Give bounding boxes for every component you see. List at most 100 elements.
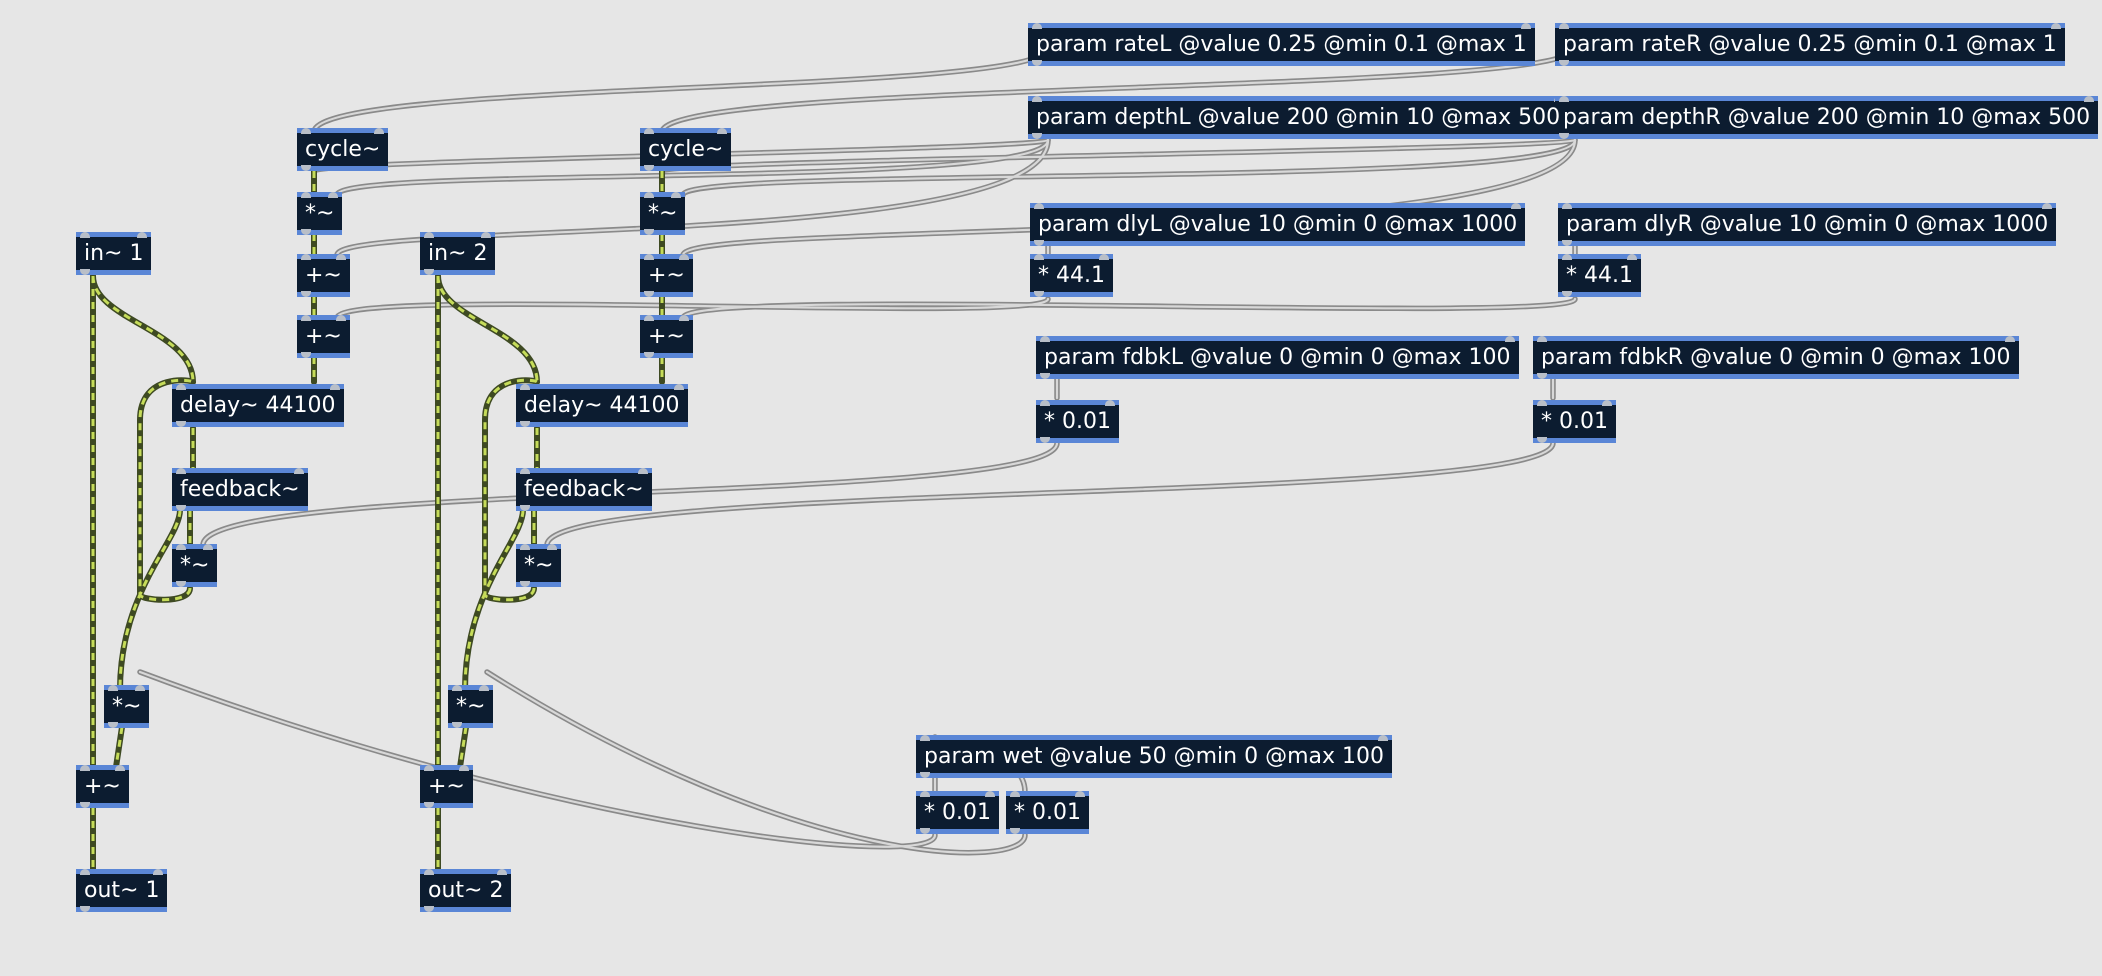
scale-fbL-object[interactable]: * 0.01: [1036, 400, 1119, 443]
inlet-right[interactable]: [2005, 336, 2015, 342]
outlet[interactable]: [520, 505, 530, 511]
outlet[interactable]: [424, 269, 434, 275]
feedbackR-object[interactable]: feedback~: [516, 468, 652, 511]
inlet-left[interactable]: [1040, 400, 1050, 406]
inlet-right[interactable]: [1521, 23, 1531, 29]
outlet[interactable]: [301, 229, 311, 235]
inlet-right[interactable]: [679, 254, 689, 260]
inlet-left[interactable]: [108, 685, 118, 691]
inlet-right[interactable]: [1075, 791, 1085, 797]
inlet-right[interactable]: [336, 254, 346, 260]
cycleL-object[interactable]: cycle~: [297, 128, 389, 171]
inlet-left[interactable]: [920, 791, 930, 797]
inlet-left[interactable]: [80, 869, 90, 875]
inlet-left[interactable]: [1537, 400, 1547, 406]
delayL-object[interactable]: delay~ 44100: [172, 384, 344, 427]
inlet-right[interactable]: [1511, 203, 1521, 209]
add-L2-object[interactable]: +~: [297, 315, 350, 358]
inlet-right[interactable]: [153, 869, 163, 875]
inlet-left[interactable]: [920, 735, 930, 741]
inlet-left[interactable]: [644, 254, 654, 260]
param-depthR-object[interactable]: param depthR @value 200 @min 10 @max 500: [1555, 96, 2099, 139]
cycleR-object[interactable]: cycle~: [640, 128, 732, 171]
inlet-left[interactable]: [424, 232, 434, 238]
outlet[interactable]: [1040, 437, 1050, 443]
mul-srR-object[interactable]: * 44.1: [1558, 254, 1641, 297]
outlet[interactable]: [1032, 133, 1042, 139]
in2-object[interactable]: in~ 2: [420, 232, 496, 275]
outlet[interactable]: [176, 421, 186, 427]
delayR-object[interactable]: delay~ 44100: [516, 384, 688, 427]
inlet-left[interactable]: [520, 544, 530, 550]
outlet[interactable]: [452, 722, 462, 728]
scale-wetR-object[interactable]: * 0.01: [1006, 791, 1089, 834]
outlet[interactable]: [1559, 60, 1569, 66]
inlet-right[interactable]: [137, 232, 147, 238]
outlet[interactable]: [1034, 291, 1044, 297]
out1-object[interactable]: out~ 1: [76, 869, 168, 912]
inlet-left[interactable]: [1559, 23, 1569, 29]
outlet[interactable]: [1032, 60, 1042, 66]
param-rateR-object[interactable]: param rateR @value 0.25 @min 0.1 @max 1: [1555, 23, 2065, 66]
inlet-left[interactable]: [644, 315, 654, 321]
inlet-right[interactable]: [985, 791, 995, 797]
sumL-object[interactable]: +~: [76, 765, 129, 808]
outlet[interactable]: [644, 229, 654, 235]
outlet[interactable]: [644, 291, 654, 297]
outlet[interactable]: [108, 722, 118, 728]
inlet-left[interactable]: [520, 468, 530, 474]
inlet-left[interactable]: [1562, 254, 1572, 260]
inlet-left[interactable]: [1032, 23, 1042, 29]
inlet-right[interactable]: [1378, 735, 1388, 741]
inlet-left[interactable]: [1537, 336, 1547, 342]
inlet-left[interactable]: [1034, 203, 1044, 209]
inlet-right[interactable]: [674, 384, 684, 390]
inlet-right[interactable]: [2084, 96, 2094, 102]
inlet-right[interactable]: [203, 544, 213, 550]
outlet[interactable]: [644, 352, 654, 358]
outlet[interactable]: [1040, 373, 1050, 379]
inlet-right[interactable]: [717, 128, 727, 134]
outlet[interactable]: [301, 291, 311, 297]
inlet-right[interactable]: [135, 685, 145, 691]
outlet[interactable]: [80, 269, 90, 275]
mul-wetR-object[interactable]: *~: [448, 685, 494, 728]
outlet[interactable]: [1010, 828, 1020, 834]
inlet-left[interactable]: [80, 765, 90, 771]
inlet-right[interactable]: [497, 869, 507, 875]
outlet[interactable]: [520, 421, 530, 427]
inlet-left[interactable]: [644, 192, 654, 198]
outlet[interactable]: [176, 581, 186, 587]
outlet[interactable]: [424, 802, 434, 808]
outlet[interactable]: [301, 165, 311, 171]
mul-depthR-object[interactable]: *~: [640, 192, 686, 235]
inlet-left[interactable]: [1010, 791, 1020, 797]
inlet-left[interactable]: [301, 254, 311, 260]
inlet-left[interactable]: [176, 384, 186, 390]
scale-wetL-object[interactable]: * 0.01: [916, 791, 999, 834]
inlet-right[interactable]: [336, 315, 346, 321]
sumR-object[interactable]: +~: [420, 765, 473, 808]
inlet-right[interactable]: [330, 384, 340, 390]
inlet-right[interactable]: [328, 192, 338, 198]
inlet-left[interactable]: [1562, 203, 1572, 209]
param-fdbkL-object[interactable]: param fdbkL @value 0 @min 0 @max 100: [1036, 336, 1519, 379]
inlet-right[interactable]: [374, 128, 384, 134]
outlet[interactable]: [80, 906, 90, 912]
inlet-right[interactable]: [1627, 254, 1637, 260]
inlet-left[interactable]: [80, 232, 90, 238]
outlet[interactable]: [520, 581, 530, 587]
inlet-right[interactable]: [294, 468, 304, 474]
inlet-left[interactable]: [1559, 96, 1569, 102]
add-R2-object[interactable]: +~: [640, 315, 693, 358]
add-L1-object[interactable]: +~: [297, 254, 350, 297]
inlet-left[interactable]: [301, 128, 311, 134]
inlet-right[interactable]: [479, 685, 489, 691]
inlet-right[interactable]: [547, 544, 557, 550]
inlet-left[interactable]: [176, 468, 186, 474]
outlet[interactable]: [644, 165, 654, 171]
inlet-left[interactable]: [644, 128, 654, 134]
param-wet-object[interactable]: param wet @value 50 @min 0 @max 100: [916, 735, 1393, 778]
outlet[interactable]: [1537, 373, 1547, 379]
